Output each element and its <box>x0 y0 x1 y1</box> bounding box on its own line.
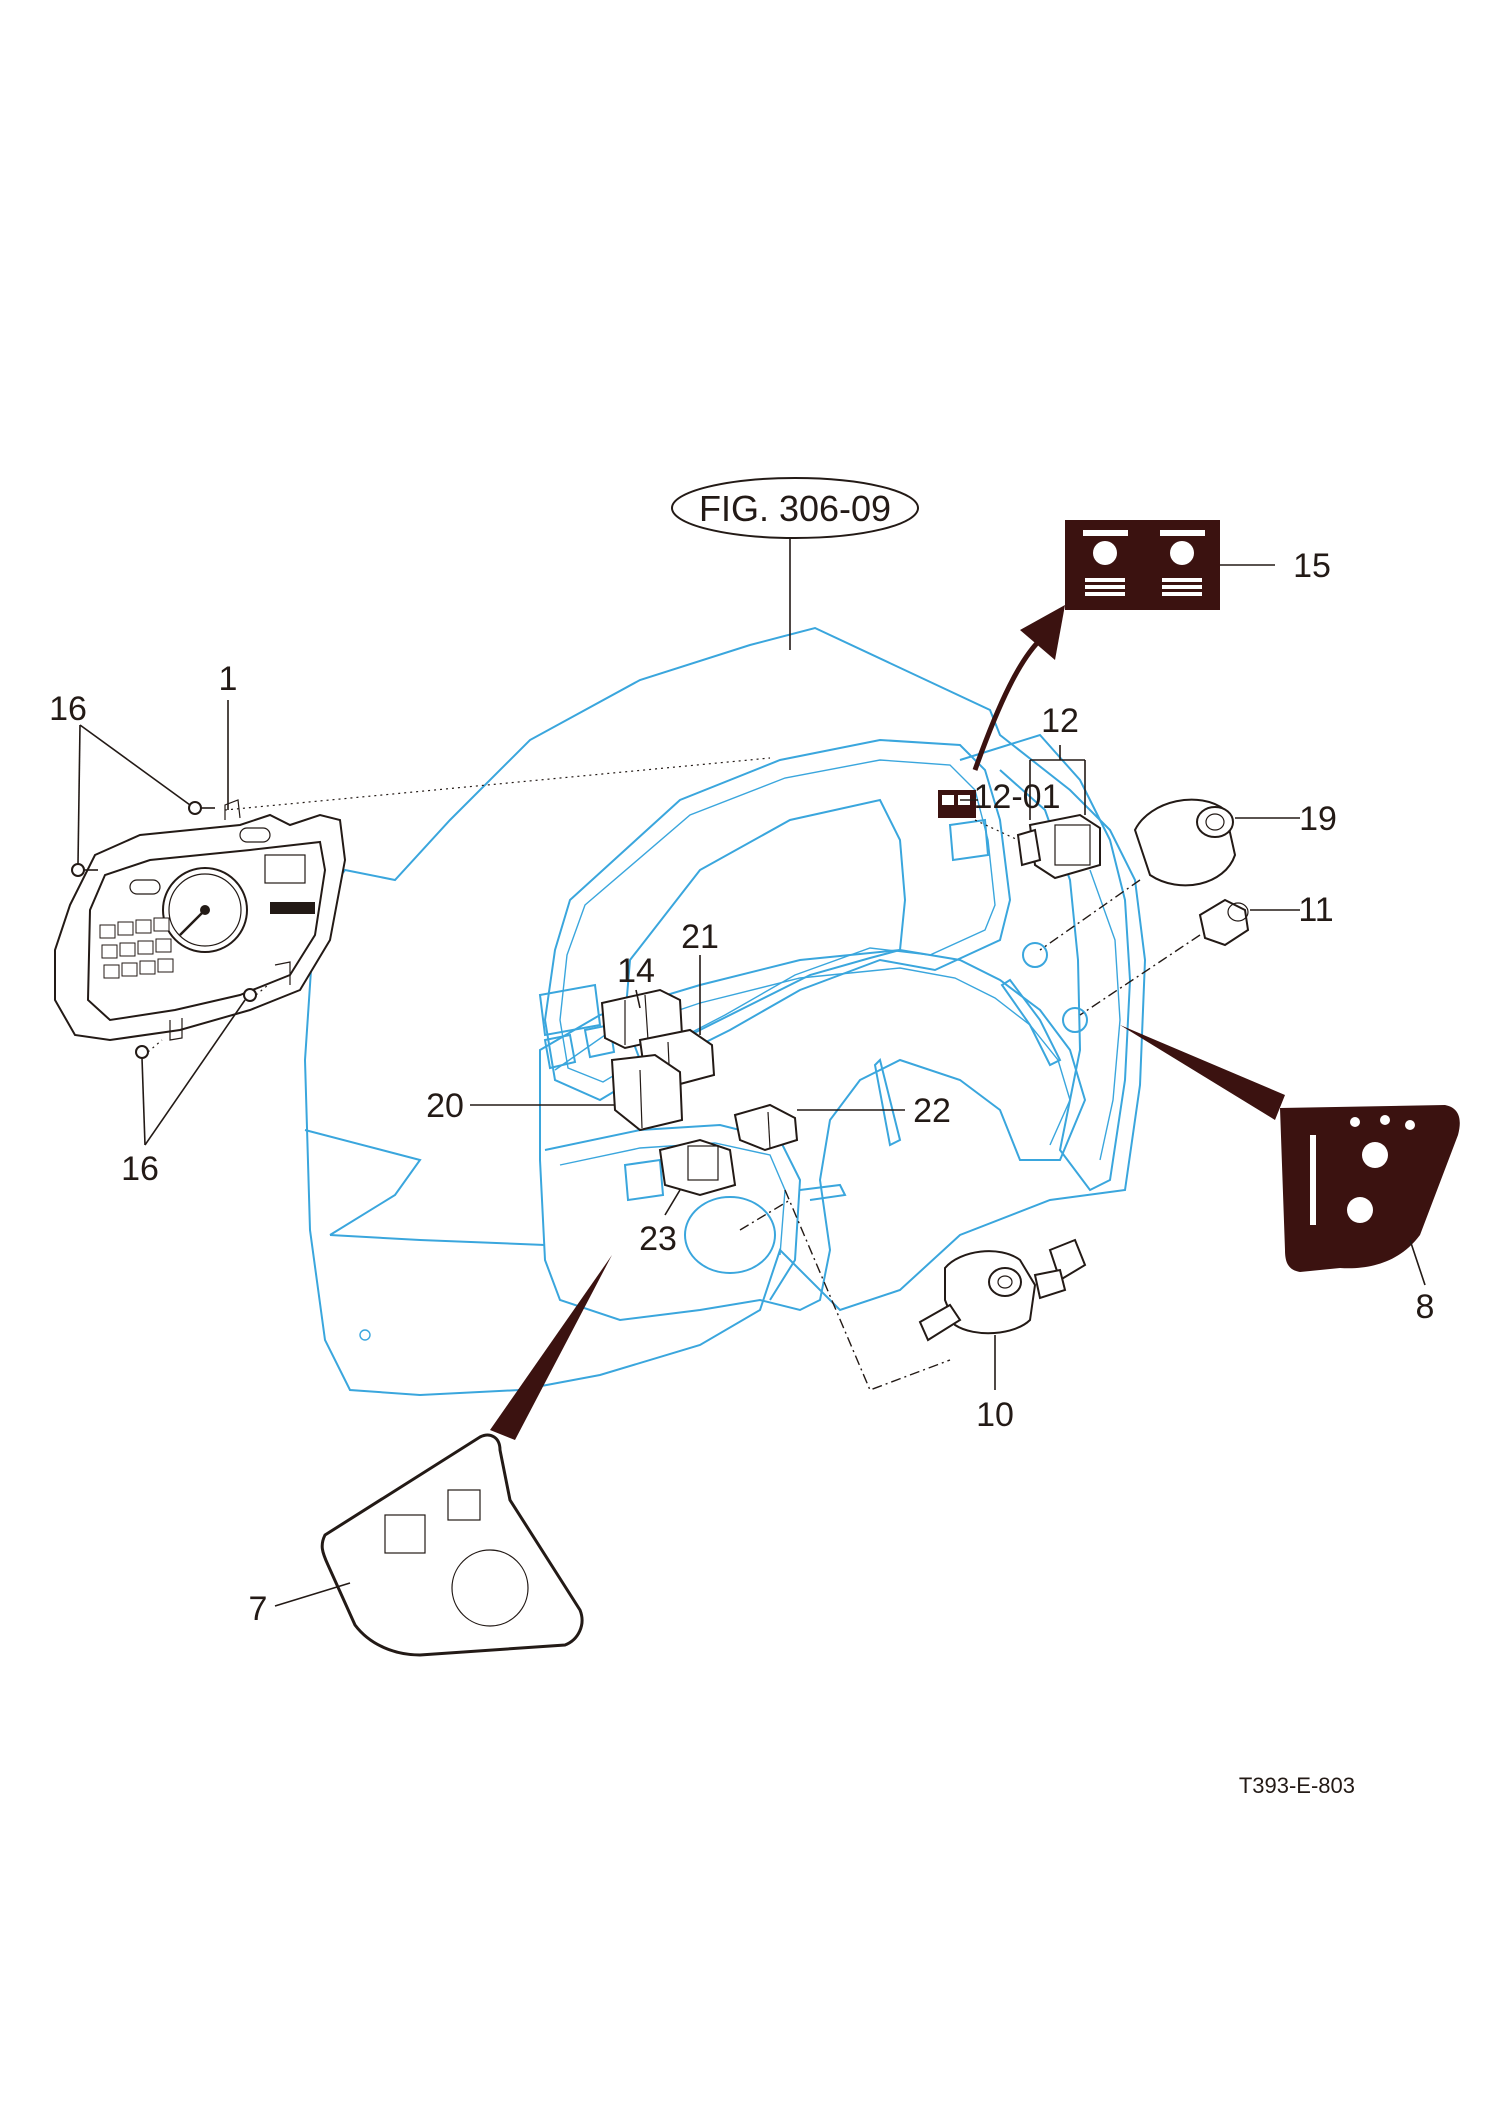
switch-22 <box>733 1103 799 1152</box>
leader-lines <box>77 700 1086 1216</box>
drawing-code: T393-E-803 <box>1239 1773 1355 1798</box>
callout-22: 22 <box>913 1092 951 1130</box>
callout-8: 8 <box>1416 1288 1435 1326</box>
callout-12: 12 <box>1041 702 1079 740</box>
callout-12-01: 12-01 <box>974 778 1061 816</box>
callout-16-lower: 16 <box>121 1150 159 1188</box>
instrument-cluster <box>54 799 347 1042</box>
switch-23 <box>658 1138 737 1197</box>
callout-14: 14 <box>617 952 655 990</box>
decal-8 <box>1280 1105 1460 1286</box>
callout-7: 7 <box>249 1590 268 1628</box>
screw-lower-a <box>135 1039 163 1059</box>
callout-23: 23 <box>639 1220 677 1258</box>
callout-15: 15 <box>1293 547 1331 585</box>
switch-20 <box>610 1053 684 1132</box>
part-19 <box>1133 798 1300 887</box>
figure-reference: FIG. 306-09 <box>671 477 919 650</box>
screw-lower-b <box>243 984 269 1002</box>
arrow-to-decal-15 <box>972 605 1065 771</box>
part-10 <box>918 1238 1087 1390</box>
callout-11: 11 <box>1298 891 1333 929</box>
callout-10: 10 <box>976 1396 1014 1434</box>
callout-16-upper: 16 <box>49 690 87 728</box>
part-11 <box>1198 898 1300 947</box>
screw-upper-a <box>188 801 215 815</box>
callout-labels: 1 16 16 14 21 20 22 23 12 12-01 15 19 11… <box>49 547 1434 1628</box>
callout-19: 19 <box>1299 800 1337 838</box>
decal-15 <box>1065 520 1275 610</box>
arrow-to-decal-7 <box>490 1255 612 1440</box>
arrow-to-decal-8 <box>1120 1025 1285 1120</box>
figure-reference-text: FIG. 306-09 <box>699 488 891 529</box>
decal-12-01 <box>938 790 976 818</box>
decal-7 <box>274 1433 584 1657</box>
switch-12 <box>1016 813 1101 880</box>
callout-20: 20 <box>426 1087 464 1125</box>
callout-21: 21 <box>681 918 719 956</box>
callout-1: 1 <box>219 660 238 698</box>
